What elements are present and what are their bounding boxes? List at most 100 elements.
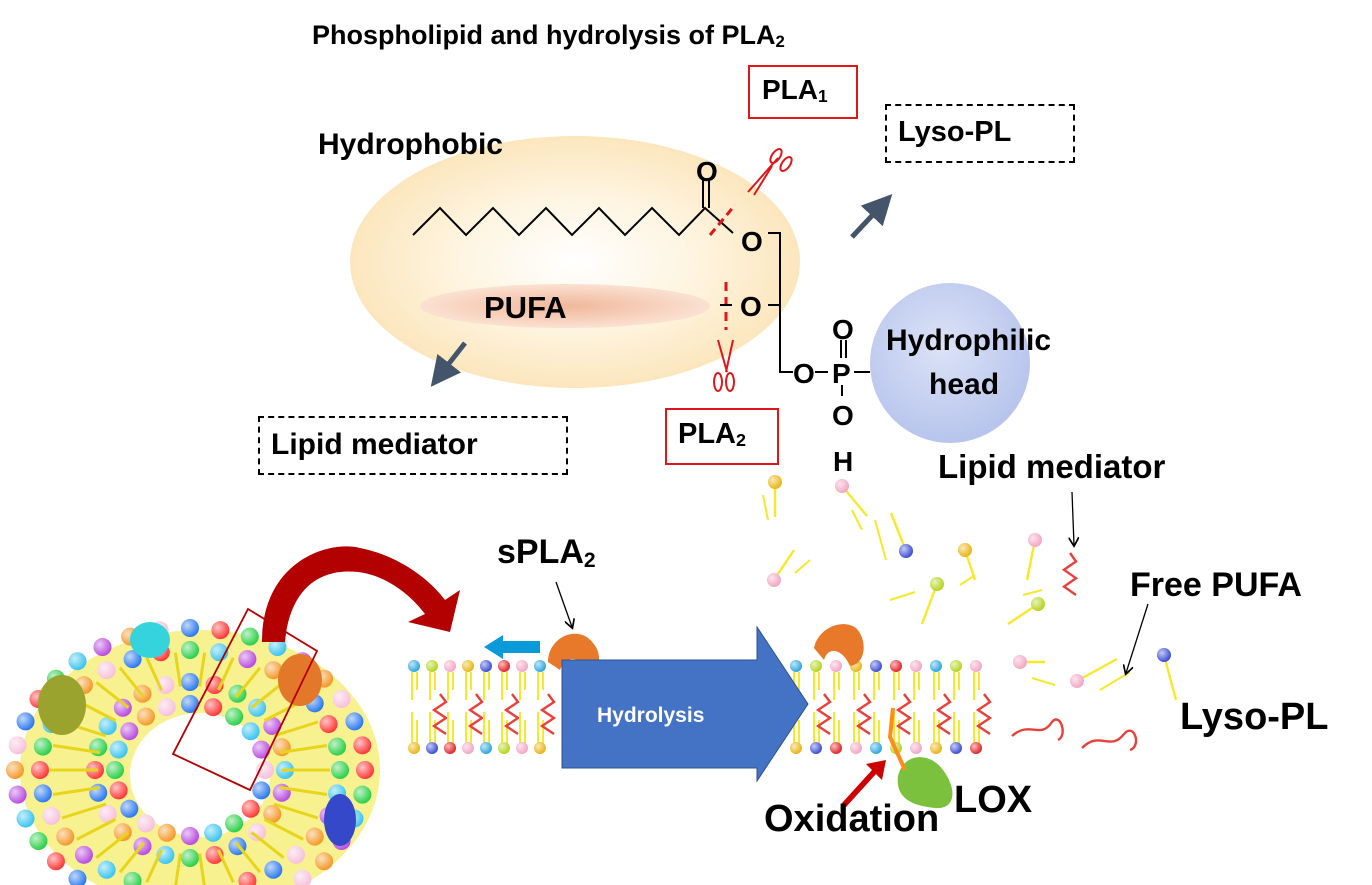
hydrolysis-label: Hydrolysis	[597, 704, 705, 727]
liposome-tail	[279, 743, 328, 755]
lyso-pl-box-label: Lyso-PL	[898, 116, 1012, 148]
pufa-chain	[539, 693, 557, 735]
liposome-tail	[234, 666, 262, 699]
spla2-text: sPLA	[497, 533, 584, 571]
scissors-icon-pla2	[713, 339, 735, 392]
lysophospholipid-tail	[1076, 657, 1118, 683]
title-subscript: 2	[775, 32, 785, 51]
liposome-tail	[174, 853, 182, 885]
liposome-tail	[250, 831, 285, 859]
oxidation-label: Oxidation	[764, 798, 940, 840]
liposome-tail	[52, 785, 101, 797]
lipid-mediator-molecule	[1061, 552, 1079, 596]
liposome-tail	[95, 681, 130, 709]
liposome-lumen	[130, 713, 270, 837]
pla1-box	[748, 65, 858, 119]
liposome-tail	[250, 681, 285, 709]
pufa-label: PUFA	[484, 290, 567, 325]
liposome-tail	[198, 652, 207, 687]
atom-ester-o1: O	[741, 226, 763, 257]
pufa-region	[420, 284, 710, 328]
liposome-tail	[173, 652, 182, 687]
atom-ester-o2: O	[740, 291, 762, 322]
pla2-subscript: 2	[736, 430, 746, 451]
pufa-chain	[467, 693, 485, 735]
lox-label: LOX	[954, 779, 1033, 821]
liposome-tail	[273, 720, 319, 738]
free-pufa-molecule	[1081, 729, 1138, 752]
scissors-icon-pla1	[747, 148, 793, 196]
lipid-mediator-pointer	[1072, 491, 1074, 545]
atom-phosphate-link-o: O	[793, 358, 815, 389]
liposome-tail	[263, 818, 304, 841]
pufa-chain	[975, 693, 993, 735]
liposome-illustration	[6, 619, 380, 885]
pla2-text: PLA	[678, 418, 736, 450]
pla2-box	[665, 408, 779, 465]
spla2-pointer	[555, 581, 572, 627]
fatty-acid-chain	[412, 206, 734, 237]
lipid-bilayer	[408, 660, 993, 754]
pla1-text: PLA	[762, 74, 818, 105]
free-fatty-acid	[1031, 677, 1056, 686]
lox-enzyme	[897, 757, 953, 809]
atom-hydrogen: H	[833, 446, 854, 477]
arrow-to-lipid-mediator	[430, 341, 467, 387]
liposome-tail	[61, 802, 107, 820]
free-fatty-acid	[959, 574, 976, 586]
membrane-protein	[324, 794, 356, 846]
free-fatty-acid	[851, 509, 863, 531]
liposome-tail	[52, 743, 101, 755]
curved-zoom-arrow	[262, 546, 460, 642]
pla1-label: PLA1	[762, 76, 828, 105]
liposome-selection-box	[171, 607, 319, 792]
spla2-enzyme-bound	[814, 624, 864, 666]
lipid-mediator-box	[258, 416, 568, 475]
free-pufa-pointer	[1126, 603, 1149, 673]
free-fatty-acid	[1099, 671, 1131, 691]
liposome-tail	[145, 849, 163, 883]
title-text: Phospholipid and hydrolysis of PLA	[312, 20, 776, 50]
pufa-chain	[855, 693, 873, 735]
pufa-chain	[895, 693, 913, 735]
atom-phosphate-o-top: O	[832, 314, 854, 345]
atom-phosphorus: P	[832, 358, 851, 389]
lipid-mediator-box-label: Lipid mediator	[271, 428, 478, 461]
free-fatty-acid	[1022, 589, 1043, 596]
liposome-tail	[76, 818, 117, 841]
membrane-protein	[38, 675, 86, 735]
liposome-tail	[217, 657, 235, 691]
free-fatty-acid	[762, 494, 769, 521]
pufa-chain	[815, 693, 833, 735]
atom-carbonyl-o: O	[696, 156, 718, 187]
free-molecules	[762, 475, 1178, 752]
liposome-tail	[198, 853, 206, 885]
liposome-tail	[273, 802, 319, 820]
liposome-tail	[217, 849, 235, 883]
arrow-to-lyso-pl	[850, 194, 893, 239]
liposome-tail	[118, 841, 146, 874]
liposome-tail	[145, 657, 163, 691]
hydrophilic-label-line1: Hydrophilic	[886, 324, 1052, 357]
diagram-title: Phospholipid and hydrolysis of PLA2	[312, 22, 785, 51]
pufa-chain	[503, 693, 521, 735]
lipid-mediator-label: Lipid mediator	[938, 448, 1166, 485]
liposome-tail	[234, 841, 262, 874]
spla2-subscript: 2	[583, 548, 596, 572]
enzyme-direction-arrow	[484, 635, 540, 659]
free-fatty-acid	[794, 559, 811, 574]
lysophospholipid-tail	[1162, 654, 1178, 701]
spla2-label: sPLA2	[497, 535, 596, 571]
hydrophilic-head	[870, 283, 1030, 443]
pufa-chain	[935, 693, 953, 735]
liposome-tail	[95, 831, 130, 859]
free-pufa-molecule	[1011, 718, 1064, 742]
lyso-pl-box	[885, 104, 1075, 163]
hydrophobic-region	[350, 136, 800, 388]
hydrophilic-label-line2: head	[929, 368, 1000, 401]
membrane-protein	[278, 654, 322, 706]
free-pufa-label: Free PUFA	[1130, 566, 1302, 604]
lyso-pl-label: Lyso-PL	[1180, 696, 1329, 738]
free-fatty-acid	[874, 519, 887, 561]
